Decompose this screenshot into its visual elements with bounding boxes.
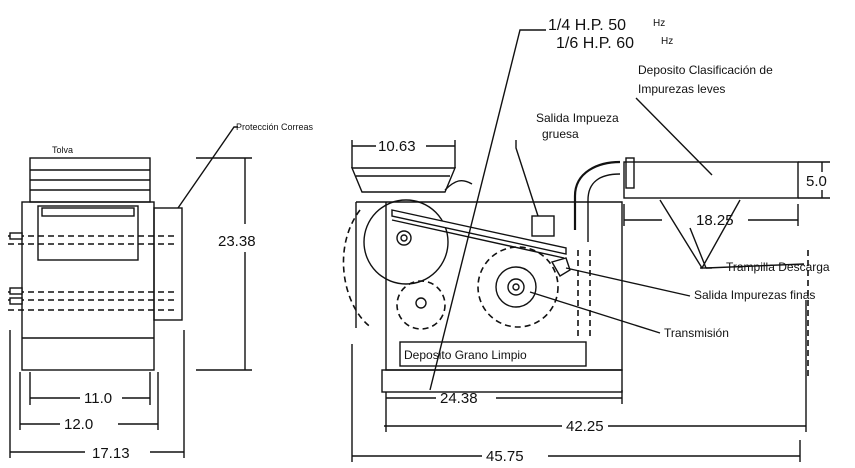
dim-5-0: 5.0 [806,173,827,190]
wheel-upper-left [363,199,449,285]
label-salida-finas: Salida Impurezas finas [694,288,815,302]
clean-grain-box [399,341,587,367]
dim-12-0: 12.0 [64,416,93,433]
label-salida-gruesa-line2: gruesa [542,127,579,141]
label-salida-gruesa-line1: Salida Impueza [536,111,619,125]
dim-18-25: 18.25 [696,212,734,229]
right-base [381,369,623,393]
wheel-lower-left [396,280,446,330]
left-view [8,126,252,458]
label-trampilla-descarga: Trampilla Descarga [726,260,830,274]
dim-17-13: 17.13 [92,445,130,462]
label-transmision: Transmisión [664,326,729,340]
dim-24-38: 24.38 [440,390,478,407]
wheel-transmission [477,246,559,328]
dim-height-23-38: 23.38 [218,233,256,250]
motor-50hz-unit: Hz [653,18,665,29]
label-deposito-leves-line2: Impurezas leves [638,82,725,96]
right-view [342,29,830,462]
motor-60hz: 1/6 H.P. 60 [556,35,634,52]
right-hopper [350,167,457,193]
belt-guard [153,207,183,321]
left-body [21,201,155,371]
label-deposito-grano: Deposito Grano Limpio [404,348,527,362]
dim-42-25: 42.25 [566,418,604,435]
motor-60hz-unit: Hz [661,36,673,47]
label-tolva: Tolva [52,145,73,155]
motor-50hz: 1/4 H.P. 50 [548,17,626,34]
sieve-plate [391,209,567,255]
fine-outlet [550,257,571,277]
dim-11-0: 11.0 [84,390,112,407]
dim-45-75: 45.75 [486,448,524,463]
light-impurity-tray [623,161,799,199]
dim-10-63: 10.63 [378,138,416,155]
left-inner-frame [37,205,139,261]
label-deposito-leves-line1: Deposito Clasificación de [638,63,773,77]
label-proteccion-correas: Protección Correas [236,122,314,132]
motor-spec: 1/4 H.P. 50 Hz 1/6 H.P. 60 Hz [548,17,673,52]
coarse-outlet [531,215,555,237]
